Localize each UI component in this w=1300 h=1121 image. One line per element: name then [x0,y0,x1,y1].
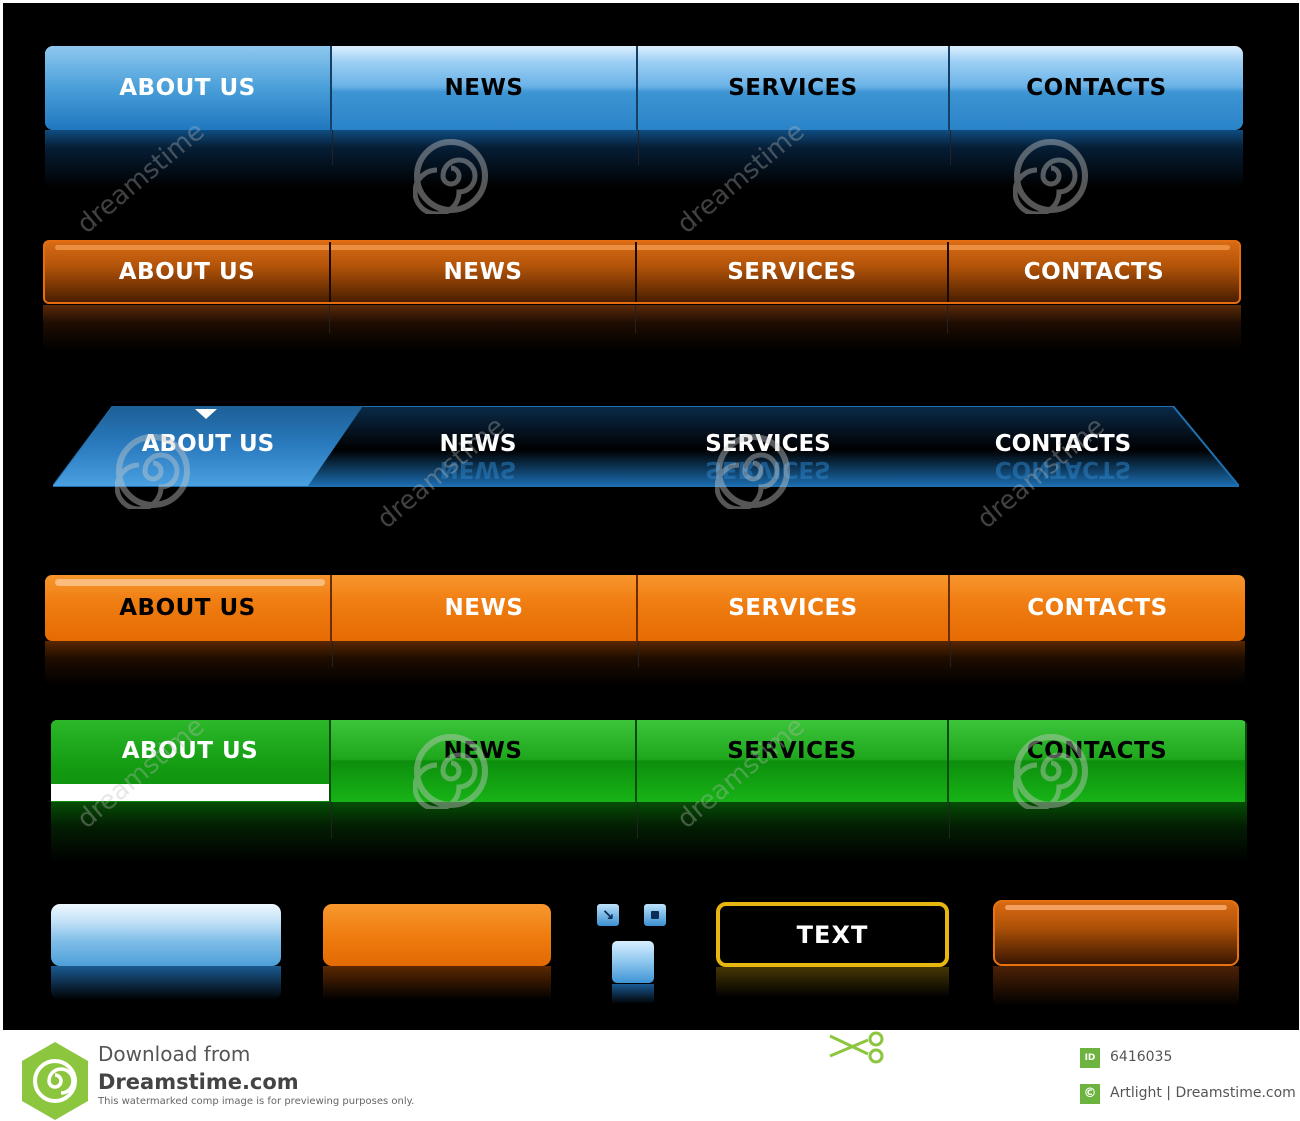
nav-bar-blue-reflection [45,130,1243,188]
nav-item-contacts[interactable]: CONTACTS [994,431,1132,457]
nav-bar-bright-orange-reflection [45,641,1245,685]
preview-note: This watermarked comp image is for previ… [98,1096,415,1107]
nav-item-news[interactable]: NEWS [332,575,638,641]
nav-item-services[interactable]: SERVICES [637,720,949,802]
nav-bar-slanted-shape [53,406,1239,490]
scissors-icon [829,1031,884,1064]
watermark-text: dreamstime [71,116,211,240]
dreamstime-logo-icon [22,1042,88,1120]
nav-item-contacts[interactable]: CONTACTS [1026,75,1167,101]
nav-item-about-us[interactable]: ABOUT US [45,242,331,302]
image-id: 6416035 [1110,1049,1173,1065]
blue-button-reflection [51,966,281,1000]
watermark-text: dreamstime [671,116,811,240]
nav-item-about-us[interactable]: ABOUT US [45,46,332,130]
nav-item-contacts[interactable]: CONTACTS [1023,259,1165,285]
square-button-reflection [612,984,654,1004]
resize-arrow-icon[interactable]: ↘ [597,904,619,926]
nav-item-services[interactable]: SERVICES [638,46,950,130]
text-button[interactable]: TEXT [716,902,949,967]
nav-bar-green: ABOUT US NEWS SERVICES CONTACTS [51,720,1247,802]
nav-bar-blue-slanted: ABOUT US NEWS NEWS SERVICES SERVICES CON… [53,406,1239,490]
orange-button-reflection [323,966,551,1000]
nav-item-services[interactable]: SERVICES [638,575,950,641]
nav-bar-dark-orange-reflection [43,305,1241,351]
nav-item-services[interactable]: SERVICES [705,431,831,457]
watermark-spiral-icon [413,139,488,214]
nav-item-news[interactable]: NEWS [439,431,517,457]
dark-orange-button-reflection [993,966,1239,1006]
nav-bar-blue: ABOUT US NEWS SERVICES CONTACTS [45,46,1243,130]
nav-item-news[interactable]: NEWS [331,242,637,302]
text-button-reflection [716,967,949,997]
nav-bar-dark-orange: ABOUT US NEWS SERVICES CONTACTS [43,240,1241,304]
site-name[interactable]: Dreamstime.com [98,1070,299,1094]
nav-item-news[interactable]: NEWS [331,720,637,802]
nav-item-services[interactable]: SERVICES [637,242,949,302]
copyright-icon: © [1080,1084,1100,1104]
nav-item-contacts[interactable]: CONTACTS [1027,595,1168,621]
watermark-spiral-icon [1013,139,1088,214]
square-dot-icon[interactable] [644,904,666,926]
footer: Download from Dreamstime.com This waterm… [0,1030,1300,1121]
gloss-highlight [55,245,1230,250]
active-indicator-icon [195,409,217,419]
canvas: ABOUT US NEWS SERVICES CONTACTS ABOUT US… [3,3,1299,1030]
nav-item-about-us[interactable]: ABOUT US [45,575,332,641]
nav-bar-green-reflection [51,802,1247,862]
nav-item-about-us[interactable]: ABOUT US [141,431,275,457]
nav-item-contacts[interactable]: CONTACTS [949,720,1247,802]
gloss-highlight [55,579,325,586]
id-badge: ID [1080,1048,1100,1068]
active-underline [51,784,329,801]
nav-item-news[interactable]: NEWS [332,46,638,130]
dark-orange-button[interactable] [993,900,1239,966]
blue-glossy-button[interactable] [51,904,281,966]
author-credit[interactable]: Artlight | Dreamstime.com [1110,1085,1296,1101]
orange-button[interactable] [323,904,551,966]
nav-bar-bright-orange: ABOUT US NEWS SERVICES CONTACTS [45,575,1245,641]
download-label: Download from [98,1042,251,1066]
square-glossy-button[interactable] [612,941,654,983]
